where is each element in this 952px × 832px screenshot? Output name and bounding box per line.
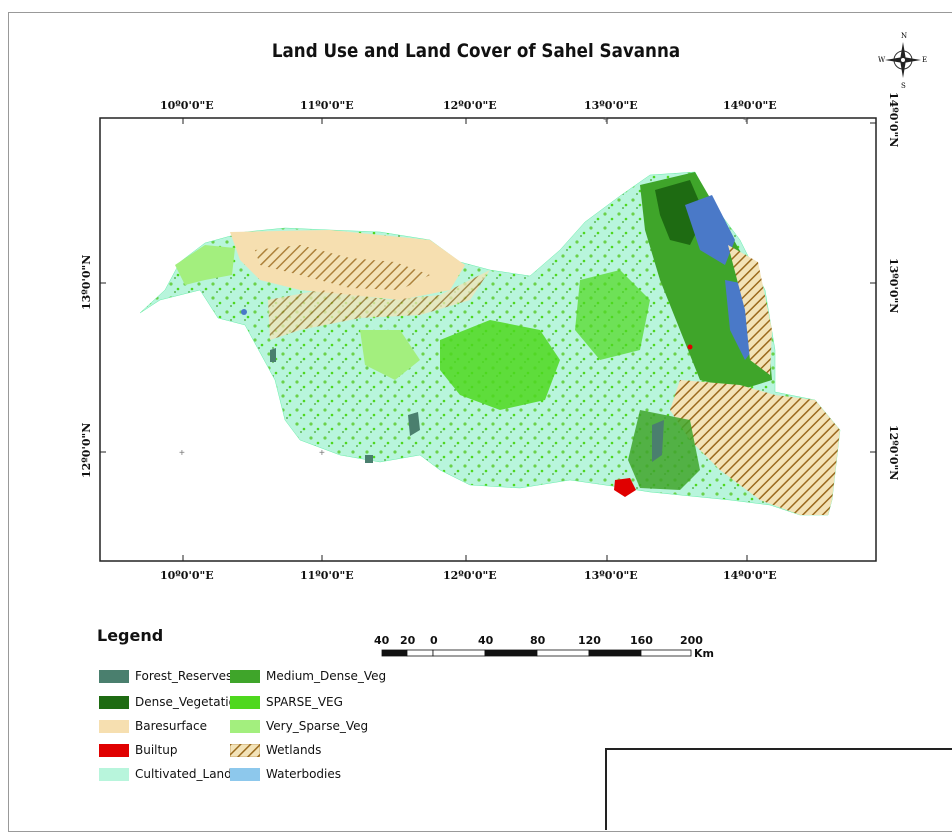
legend-item: SPARSE_VEG bbox=[230, 694, 343, 710]
forest-reserve-4 bbox=[365, 455, 373, 463]
lon-label-top: 11º0'0"E bbox=[300, 99, 354, 112]
scale-label: 20 bbox=[400, 634, 416, 647]
wetlands-corridor bbox=[268, 270, 490, 340]
waterbody-west bbox=[241, 309, 247, 315]
lat-label-right: 12º0'0"N bbox=[887, 425, 900, 481]
lon-label-bottom: 14º0'0"E bbox=[723, 569, 777, 582]
scale-label: 80 bbox=[530, 634, 546, 647]
wetlands-east bbox=[728, 245, 772, 375]
legend-label: Wetlands bbox=[266, 743, 322, 757]
compass-e: E bbox=[922, 56, 927, 64]
legend-label: Cultivated_Land bbox=[135, 767, 232, 781]
lat-label-right: 13º0'0"N bbox=[887, 258, 900, 314]
waterbody-north bbox=[685, 195, 735, 265]
legend-title: Legend bbox=[97, 626, 164, 645]
lon-label-bottom: 10º0'0"E bbox=[160, 569, 214, 582]
legend-label: Very_Sparse_Veg bbox=[266, 719, 369, 733]
legend-label: Waterbodies bbox=[266, 767, 342, 781]
very-sparse-veg-central bbox=[360, 330, 420, 380]
scale-label: 40 bbox=[478, 634, 494, 647]
legend-swatch bbox=[99, 695, 129, 709]
builtup-small bbox=[687, 344, 693, 350]
legend-label: Medium_Dense_Veg bbox=[266, 669, 387, 683]
compass-s: S bbox=[901, 82, 906, 90]
sparse-veg-central bbox=[440, 320, 560, 410]
sparse-veg-east-central bbox=[575, 270, 650, 360]
forest-reserve-2 bbox=[270, 348, 276, 362]
svg-text:+: + bbox=[743, 115, 749, 126]
lat-label-left: 13º0'0"N bbox=[80, 254, 93, 310]
legend-swatch bbox=[99, 669, 129, 683]
scale-bar bbox=[381, 649, 692, 657]
lon-label-top: 14º0'0"E bbox=[723, 99, 777, 112]
legend-swatch bbox=[230, 743, 260, 757]
lon-label-bottom: 13º0'0"E bbox=[584, 569, 638, 582]
legend-item: Waterbodies bbox=[230, 766, 341, 782]
forest-reserve-1 bbox=[408, 412, 420, 436]
scale-unit: Km bbox=[694, 647, 714, 660]
legend-item: Forest_Reserves bbox=[99, 668, 232, 684]
svg-text:+: + bbox=[179, 448, 185, 459]
dense-veg-north-east bbox=[655, 180, 705, 245]
legend-label: Baresurface bbox=[135, 719, 207, 733]
lon-label-top: 13º0'0"E bbox=[584, 99, 638, 112]
wetlands-south-east bbox=[670, 380, 840, 515]
compass-w: W bbox=[878, 56, 886, 64]
legend-label: Forest_Reserves bbox=[135, 669, 233, 683]
medium-dense-veg-south-east bbox=[628, 410, 700, 490]
svg-text:+: + bbox=[319, 448, 325, 459]
scale-label: 200 bbox=[680, 634, 703, 647]
lon-label-top: 10º0'0"E bbox=[160, 99, 214, 112]
legend-swatch bbox=[99, 743, 129, 757]
lon-label-top: 12º0'0"E bbox=[443, 99, 497, 112]
scale-label: 120 bbox=[578, 634, 601, 647]
legend-swatch bbox=[99, 719, 129, 733]
legend-label: Builtup bbox=[135, 743, 178, 757]
legend-swatch bbox=[99, 767, 129, 781]
lat-label-left: 12º0'0"N bbox=[80, 422, 93, 478]
compass-n: N bbox=[901, 32, 907, 40]
legend-item: Dense_Vegetation bbox=[99, 694, 230, 710]
legend-swatch bbox=[230, 669, 260, 683]
legend-item: Medium_Dense_Veg bbox=[230, 668, 386, 684]
builtup-city bbox=[614, 478, 636, 497]
scale-label: 0 bbox=[430, 634, 438, 647]
map-title: Land Use and Land Cover of Sahel Savanna bbox=[271, 40, 681, 62]
legend-item: Baresurface bbox=[99, 718, 207, 734]
very-sparse-veg-west bbox=[175, 245, 235, 285]
inset-map-frame bbox=[605, 748, 952, 830]
map-canvas: ++ ++ + bbox=[99, 115, 877, 657]
svg-text:+: + bbox=[603, 115, 609, 126]
legend-swatch bbox=[230, 695, 260, 709]
forest-reserve-3 bbox=[652, 420, 664, 462]
legend-swatch bbox=[230, 719, 260, 733]
scale-label: 160 bbox=[630, 634, 653, 647]
legend-item: Wetlands bbox=[230, 742, 321, 758]
legend-label: SPARSE_VEG bbox=[266, 695, 343, 709]
lon-label-bottom: 11º0'0"E bbox=[300, 569, 354, 582]
north-arrow-icon: N S E W bbox=[878, 32, 927, 90]
lon-label-bottom: 12º0'0"E bbox=[443, 569, 497, 582]
legend-item: Very_Sparse_Veg bbox=[230, 718, 368, 734]
graticule-ticks bbox=[100, 118, 876, 561]
lat-label-right: 14º0'0"N bbox=[887, 92, 900, 148]
legend-item: Builtup bbox=[99, 742, 177, 758]
legend-swatch bbox=[230, 767, 260, 781]
legend-label: Dense_Vegetation bbox=[135, 695, 230, 709]
legend-item: Cultivated_Land bbox=[99, 766, 232, 782]
wetlands-north bbox=[255, 245, 430, 290]
scale-label: 40 bbox=[374, 634, 390, 647]
